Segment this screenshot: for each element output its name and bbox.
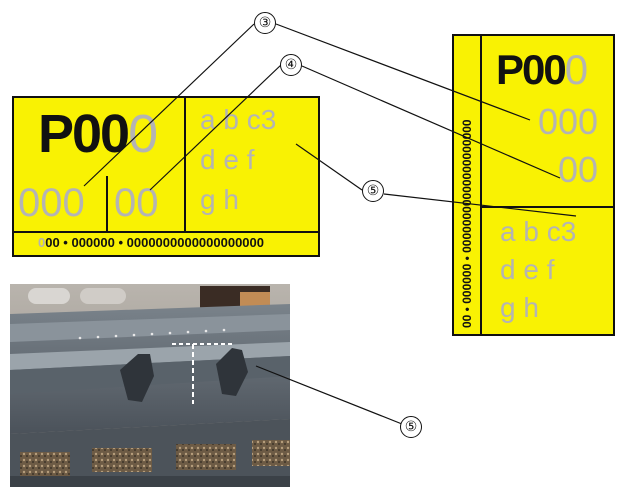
- letters-row-2: d e f: [200, 144, 255, 175]
- rail-photo: [10, 284, 290, 487]
- callout-5-bottom: ⑤: [400, 416, 422, 438]
- code-black-right: P00: [496, 46, 567, 93]
- left-digits: 000: [18, 181, 85, 225]
- code-text-right: P000: [496, 46, 588, 94]
- rail-photo-drawing: [10, 284, 290, 487]
- divider-vertical: [184, 98, 186, 231]
- letters-row-3: g h: [200, 184, 239, 215]
- callout-4: ④: [280, 54, 302, 76]
- callout-5-top: ⑤: [362, 180, 384, 202]
- callout-3: ③: [254, 12, 276, 34]
- code-gray: 0: [128, 104, 158, 164]
- bottom-strip-gray: 0: [38, 235, 46, 250]
- bottom-strip-text: 00 • 000000 • 0000000000000000000: [45, 235, 264, 250]
- divider-horizontal: [14, 231, 318, 233]
- mid-divider: [482, 206, 613, 208]
- code-text: P000: [38, 104, 158, 164]
- letters-right-1: a b c3: [500, 216, 577, 247]
- divider-small: [106, 176, 108, 231]
- label-horizontal: P000 000 00 a b c3 d e f g h 000 • 00000…: [12, 96, 320, 257]
- row-digits-3: 00: [558, 149, 599, 190]
- letters-right-2: d e f: [500, 254, 555, 285]
- label-vertical: 00 • 000000 • 00000000000000000000 P000 …: [452, 34, 615, 336]
- code-gray-right: 0: [564, 46, 588, 93]
- side-divider: [480, 36, 482, 334]
- row-digits-2: 000: [538, 101, 599, 142]
- letters-right-3: g h: [500, 292, 539, 323]
- code-black: P00: [38, 104, 130, 164]
- bottom-strip: 000 • 000000 • 0000000000000000000: [38, 234, 264, 252]
